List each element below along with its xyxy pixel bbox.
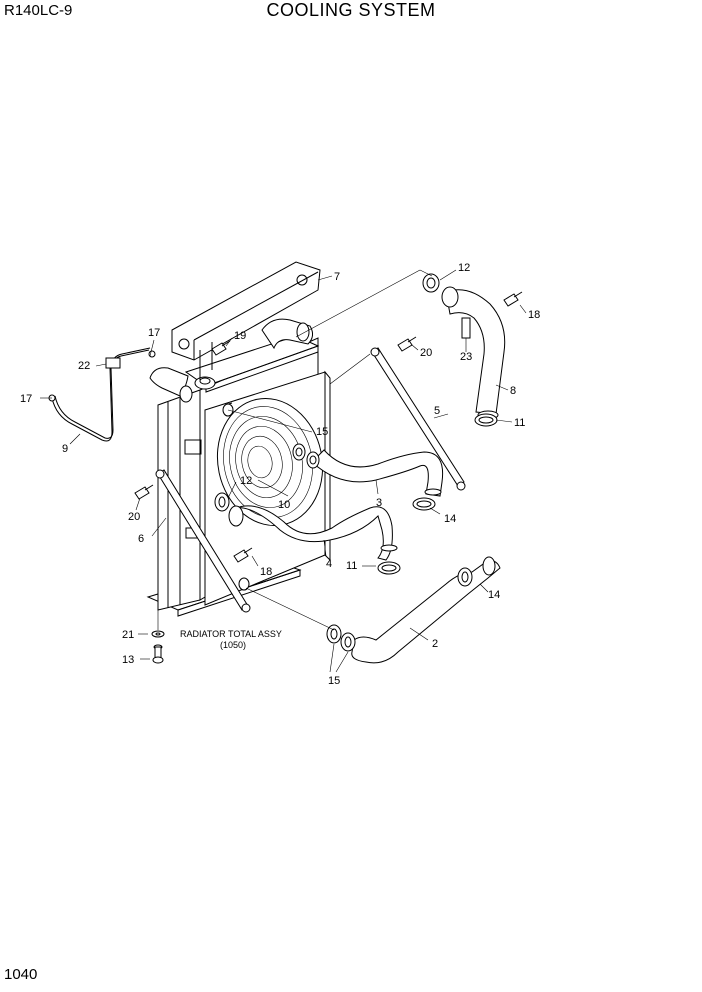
page-title: COOLING SYSTEM [266, 0, 436, 20]
fitting-19 [211, 340, 231, 356]
callout-8: 8 [510, 385, 516, 397]
fitting-18-lower [233, 547, 253, 563]
clamp-15-upper [292, 443, 320, 469]
fitting-20-right [397, 336, 417, 352]
callout-4: 7 [334, 271, 340, 283]
clamp-15-lower [326, 624, 356, 652]
callout-7: 4 [326, 558, 332, 570]
callout-21: 21 [122, 629, 134, 641]
overflow-pipe [48, 347, 156, 442]
callout-11-right: 11 [514, 417, 525, 429]
clamp-14-mid [412, 497, 436, 511]
callout-11-lower: 11 [346, 560, 357, 572]
leader-lines [40, 269, 527, 673]
hose-7 [228, 505, 398, 561]
callout-14-lower: 14 [488, 589, 500, 601]
callout-6: 6 [138, 533, 144, 545]
stay-rod-6 [155, 469, 251, 613]
callout-15-lower: 15 [328, 675, 340, 687]
callout-9: 9 [62, 443, 68, 455]
radiator-assembly [146, 335, 331, 617]
callout-3: 3 [376, 497, 382, 509]
callout-23: 23 [460, 351, 472, 363]
clamp-12-lower [214, 492, 230, 512]
callout-10: 10 [278, 499, 290, 511]
callout-15-upper: 15 [316, 426, 328, 438]
clamp-11-lower [377, 561, 401, 575]
assembly-name: RADIATOR TOTAL ASSY [180, 629, 282, 639]
callout-17-top: 17 [148, 327, 160, 339]
callout-20-left: 20 [128, 511, 140, 523]
upper-elbow [149, 318, 314, 403]
callout-22: 22 [78, 360, 90, 372]
callout-13: 13 [122, 654, 134, 666]
page-number: 1040 [4, 966, 38, 983]
callout-17-left: 17 [20, 393, 32, 405]
callout-18-right: 18 [528, 309, 540, 321]
washer-21 [151, 630, 165, 638]
callout-12-lower: 12 [240, 475, 252, 487]
assembly-code: (1050) [220, 640, 246, 650]
callout-19: 19 [234, 330, 246, 342]
callout-5: 5 [434, 405, 440, 417]
callout-labels: 7 12 18 20 23 8 5 11 17 19 22 17 9 15 12… [20, 262, 540, 687]
callout-12-top: 12 [458, 262, 470, 274]
top-bracket [171, 261, 321, 380]
model-code: R140LC-9 [4, 2, 73, 19]
clamp-11-right [474, 413, 498, 427]
fitting-18-right [503, 291, 523, 307]
fitting-20-left [134, 484, 154, 500]
callout-20-right: 20 [420, 347, 432, 359]
stay-rod-5 [370, 347, 466, 491]
clamp-12-top [422, 273, 440, 293]
hose-2 [351, 556, 501, 664]
callout-18-lower: 18 [260, 566, 272, 578]
callout-14-mid: 14 [444, 513, 456, 525]
clamp-14-lower [457, 567, 473, 587]
bolt-13 [152, 644, 164, 664]
hose-8 [441, 286, 506, 420]
callout-2: 2 [432, 638, 438, 650]
